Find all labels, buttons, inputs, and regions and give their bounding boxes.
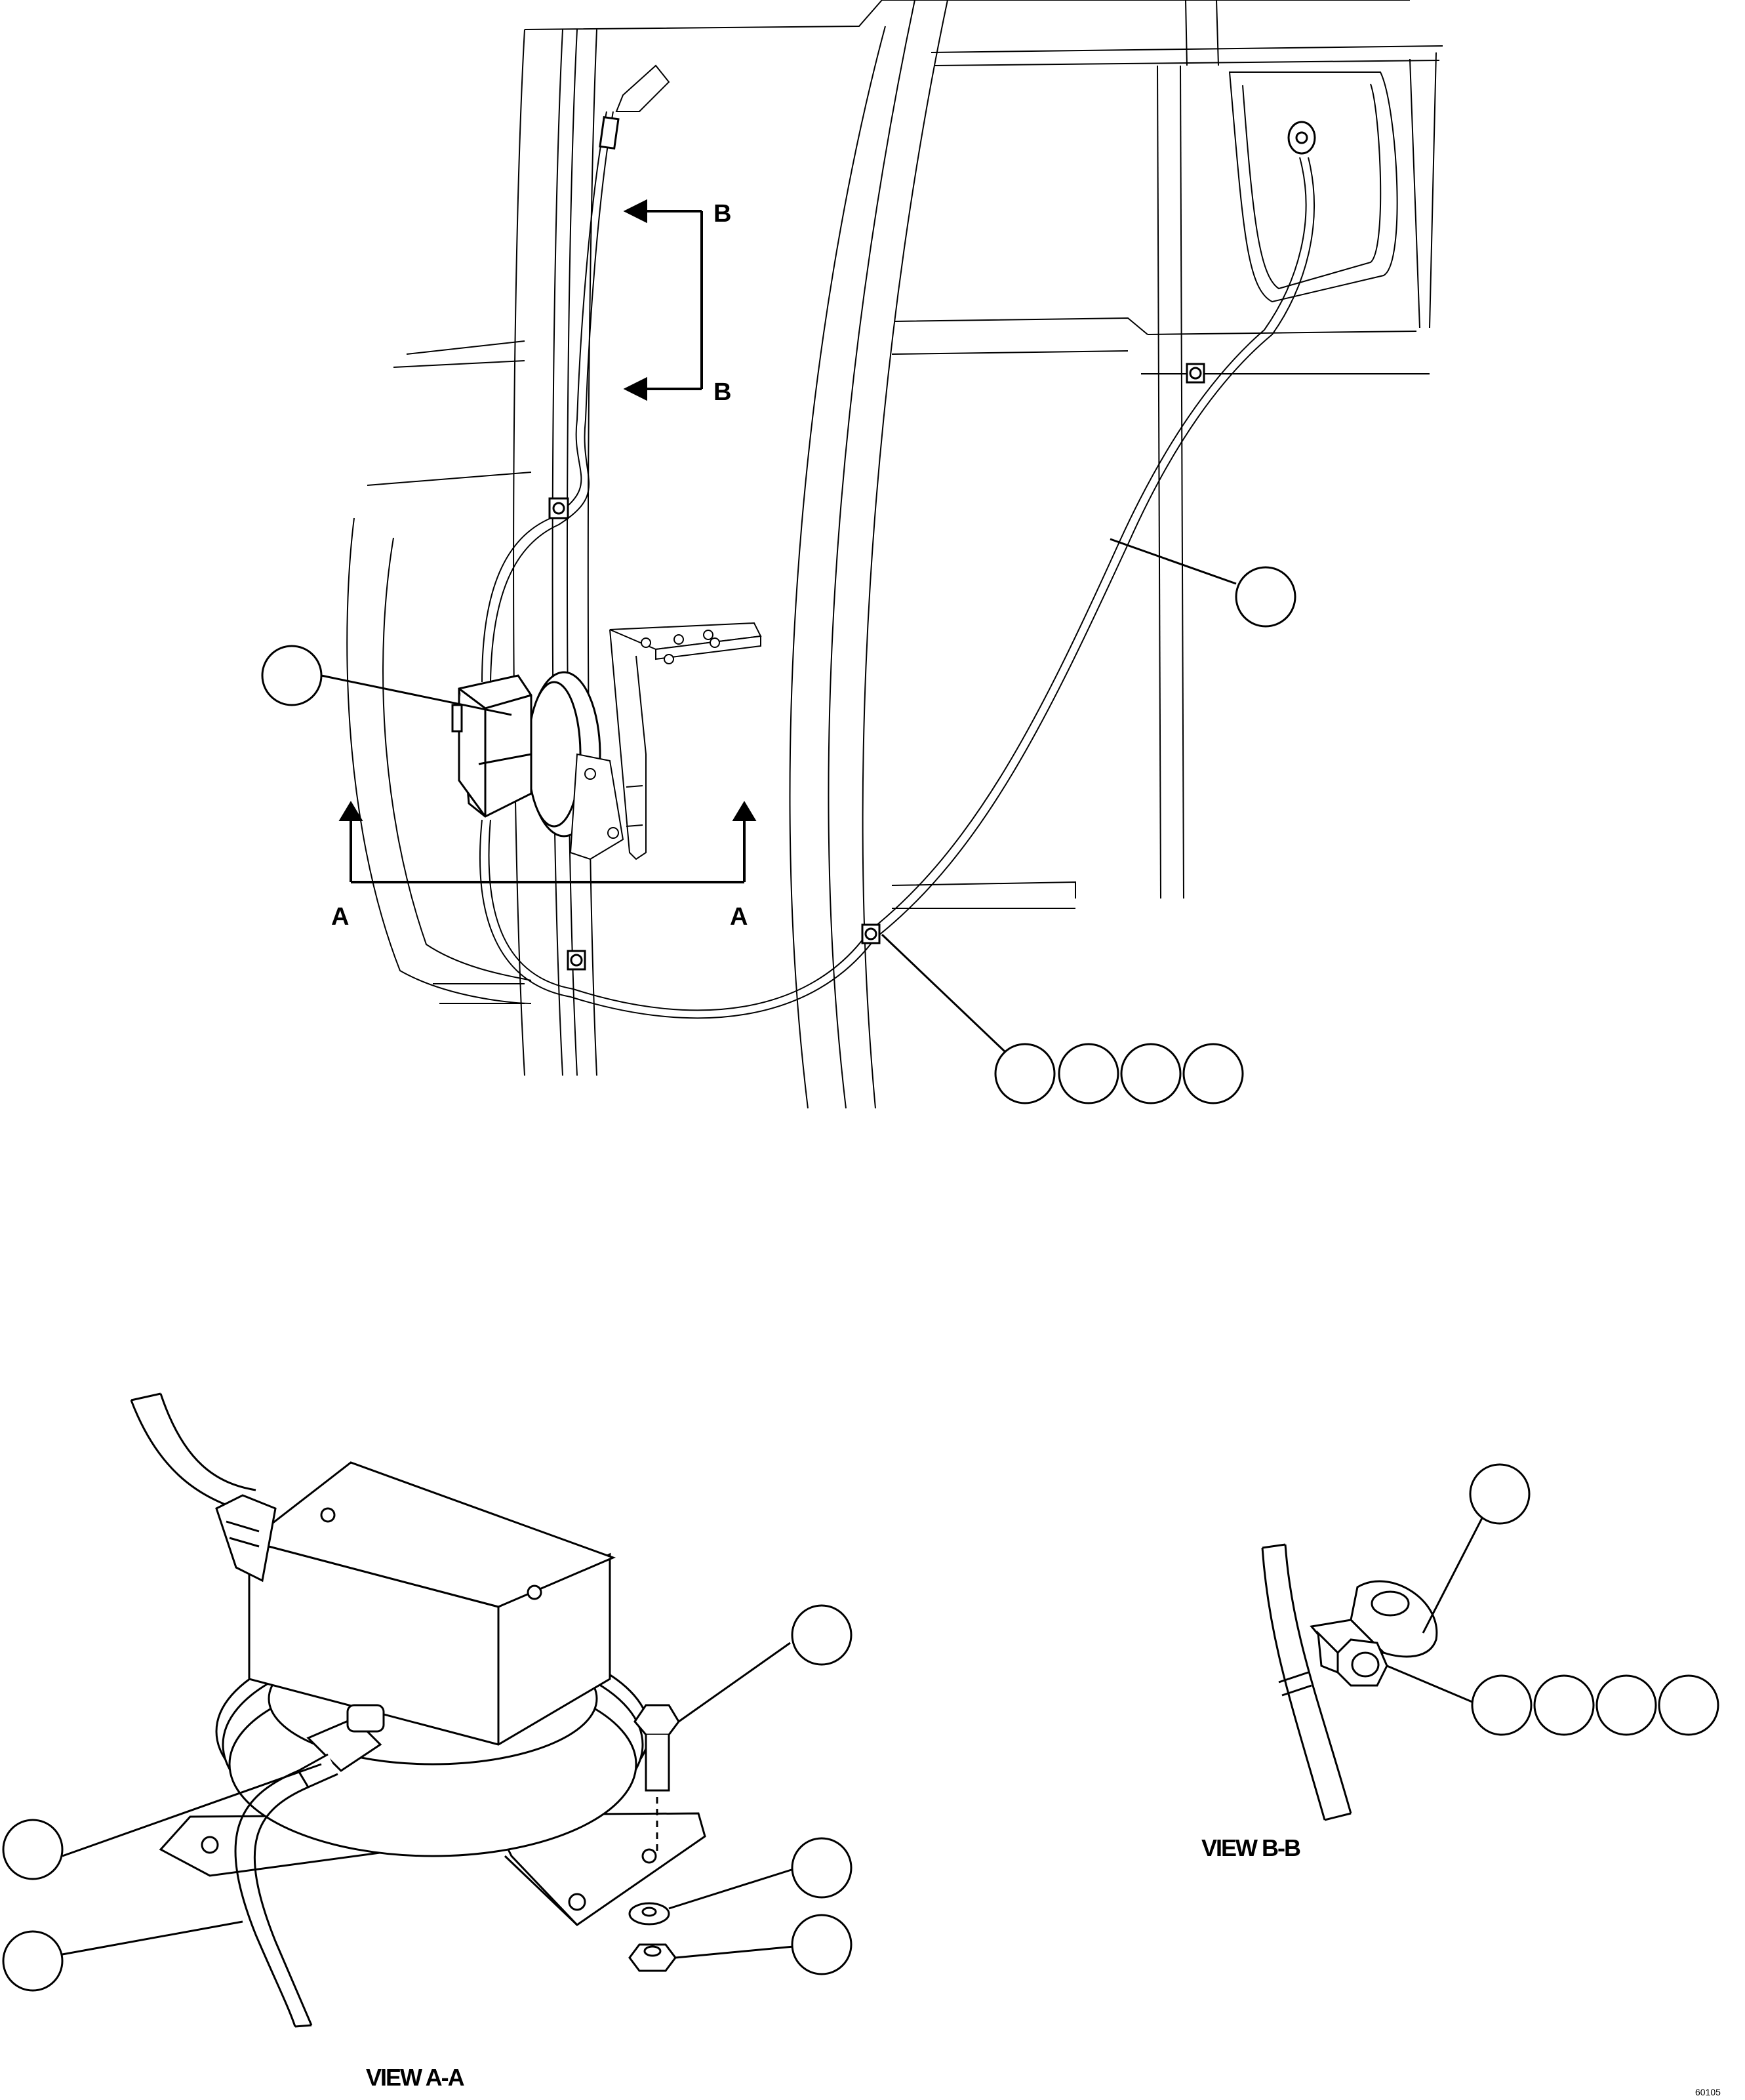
- tube-clips: [548, 115, 1316, 971]
- view-a-detail: [130, 1392, 706, 2028]
- frame-structure: [346, 0, 1443, 1109]
- lower-bracket: [569, 753, 643, 860]
- callout-balloon: [994, 1043, 1056, 1104]
- callout-balloon: [1120, 1043, 1182, 1104]
- callout-balloon: [1595, 1674, 1657, 1736]
- callout-balloon: [791, 1914, 852, 1975]
- callout-balloon: [1533, 1674, 1595, 1736]
- view-b-detail: [1261, 1543, 1438, 1821]
- section-a-arrows: [338, 801, 757, 883]
- callout-balloon: [2, 1930, 64, 1992]
- tubing: [479, 64, 1315, 1019]
- section-b-label-bottom: B: [713, 378, 731, 406]
- callout-balloon: [1658, 1674, 1719, 1736]
- callouts-view-a: [2, 1604, 852, 1992]
- callout-balloon: [791, 1837, 852, 1899]
- callouts-view-b: [1386, 1463, 1719, 1736]
- callout-balloon: [1471, 1674, 1533, 1736]
- section-b-arrows: [623, 199, 703, 401]
- callout-balloon: [1058, 1043, 1119, 1104]
- callout-balloon: [261, 645, 323, 706]
- callout-balloon: [1182, 1043, 1244, 1104]
- figure-id: 60105: [1695, 2087, 1721, 2097]
- section-b-label-top: B: [713, 200, 731, 228]
- mounting-bracket: [609, 622, 762, 860]
- callouts-main-view: [261, 538, 1296, 1104]
- view-a-caption: VIEW A-A: [366, 2064, 465, 2091]
- callout-balloon: [791, 1604, 852, 1666]
- section-a-label-right: A: [730, 903, 748, 931]
- view-b-caption: VIEW B-B: [1201, 1834, 1300, 1861]
- callout-balloon: [1469, 1463, 1531, 1525]
- callout-balloon: [2, 1819, 64, 1880]
- section-a-label-left: A: [331, 903, 349, 931]
- callout-balloon: [1235, 566, 1296, 628]
